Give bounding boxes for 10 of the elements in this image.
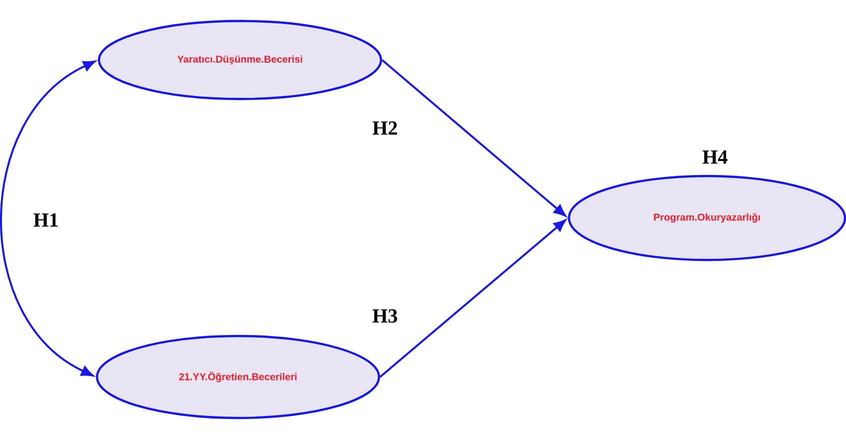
edge-label: H3: [372, 309, 398, 323]
edge-label: H1: [34, 213, 58, 227]
arrow: [0, 60, 96, 376]
arrow: [379, 220, 566, 378]
ellipse-node: 21.YY.Öğretien.Becerileri: [96, 334, 380, 420]
ellipse-node: Yaratıcı.Düşünme.Becerisi: [98, 20, 382, 100]
ellipse-node: Program.Okuryazarlığı: [568, 174, 846, 262]
arrow: [381, 59, 566, 216]
edge-label: H2: [372, 121, 397, 135]
hypothesis-label: H4: [702, 150, 728, 164]
